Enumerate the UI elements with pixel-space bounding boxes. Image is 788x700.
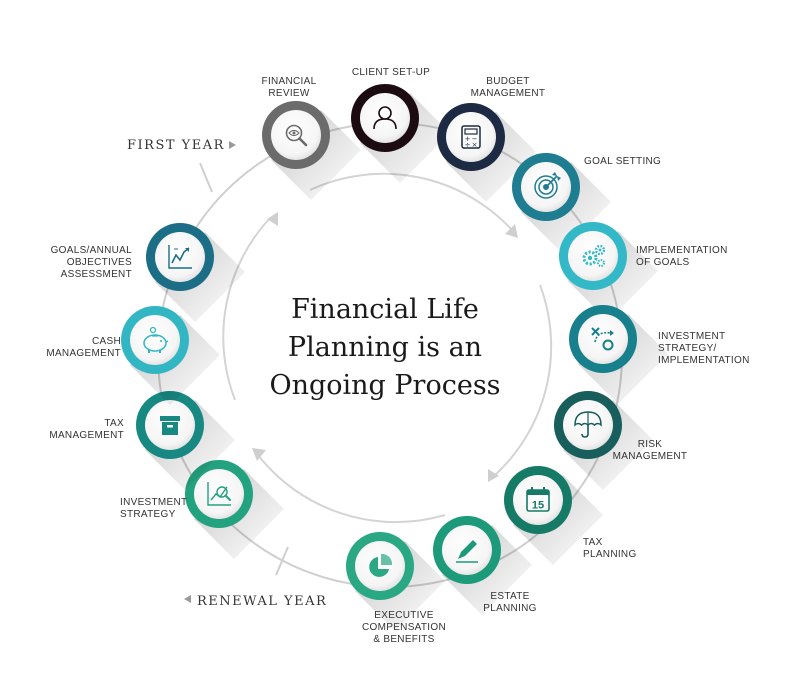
inner-cycle: [222, 172, 553, 524]
step-label: STRATEGY/: [658, 343, 717, 354]
step-label: & BENEFITS: [373, 634, 434, 645]
renewal-year-label: RENEWAL YEAR: [197, 594, 327, 609]
step-label: CASH: [92, 336, 121, 347]
arrow-head-bottom-right: [488, 469, 499, 482]
step-label: FINANCIAL: [262, 76, 317, 87]
arrow-head-bottom-left: [252, 448, 266, 461]
step-label: CLIENT SET-UP: [352, 67, 430, 78]
title-line-3: Ongoing Process: [269, 370, 500, 401]
step-label: MANAGEMENT: [49, 430, 124, 441]
step-label: REVIEW: [268, 88, 310, 99]
step-label: ASSESSMENT: [61, 269, 132, 280]
renewal-year-arrow-icon: [184, 595, 191, 603]
step-label: COMPENSATION: [362, 622, 446, 633]
svg-text:×: ×: [472, 141, 478, 149]
svg-text:15: 15: [532, 500, 544, 512]
calculator-icon: +−÷×: [461, 125, 481, 149]
step-label: STRATEGY: [120, 509, 176, 520]
step-label: OF GOALS: [636, 257, 690, 268]
step-label: INVESTMENT: [658, 331, 725, 342]
svg-text:÷: ÷: [465, 141, 471, 149]
renewal-year-divider: [275, 546, 289, 576]
svg-text:−: −: [472, 135, 478, 143]
step-label: MANAGEMENT: [613, 451, 688, 462]
inner-arc-right: [494, 284, 553, 476]
step-label: TAX: [104, 418, 124, 429]
step-label: IMPLEMENTATION: [636, 245, 728, 256]
first-year-label: FIRST YEAR: [127, 138, 225, 153]
growth-chart-icon: [207, 482, 231, 506]
page-title: Financial Life Planning is an Ongoing Pr…: [269, 294, 500, 401]
person-icon: [373, 106, 397, 130]
step-label: RISK: [638, 439, 663, 450]
step-label: ESTATE: [490, 591, 529, 602]
target-icon: [534, 172, 561, 199]
title-line-2: Planning is an: [288, 332, 482, 363]
calendar-icon: 15: [526, 487, 550, 512]
step-label: MANAGEMENT: [471, 88, 546, 99]
step-inner: [155, 232, 205, 282]
step-label: PLANNING: [583, 549, 637, 560]
pen-icon: [456, 540, 478, 563]
pie-icon: [369, 553, 393, 577]
step-label: INVESTMENT: [120, 497, 187, 508]
step-label: TAX: [583, 537, 603, 548]
inner-arc-bottom: [257, 454, 446, 524]
step-label: MANAGEMENT: [46, 348, 121, 359]
umbrella-icon: [574, 411, 602, 438]
step-inner: [578, 314, 628, 364]
step-label: GOAL SETTING: [584, 156, 661, 167]
step-label: EXECUTIVE: [374, 610, 433, 621]
step-inner: [446, 112, 496, 162]
box-icon: [160, 416, 180, 435]
inner-arc-top: [309, 172, 513, 231]
step-inner: [360, 93, 410, 143]
strategy-icon: [591, 327, 614, 351]
inner-arc-left: [222, 217, 271, 401]
step-label: PLANNING: [483, 603, 537, 614]
step-2: CLIENT SET-UP: [351, 67, 450, 183]
title-line-1: Financial Life: [291, 294, 479, 325]
step-inner: [194, 469, 244, 519]
step-inner: [568, 231, 618, 281]
magnifier-eye-icon: [285, 124, 308, 147]
gears-icon: [582, 244, 606, 267]
step-inner: [513, 475, 563, 525]
svg-text:+: +: [465, 135, 471, 143]
cycle-arrows: [252, 212, 518, 482]
line-chart-icon: [168, 245, 192, 269]
first-year-arrow-icon: [229, 141, 236, 149]
arrow-head-top-left: [267, 212, 278, 226]
piggy-bank-icon: [143, 326, 169, 353]
step-label: GOALS/ANNUAL: [51, 245, 133, 256]
step-label: IMPLEMENTATION: [658, 355, 750, 366]
step-4: GOAL SETTING: [512, 153, 661, 252]
step-inner: [355, 541, 405, 591]
first-year-divider: [199, 162, 213, 193]
step-label: OBJECTIVES: [67, 257, 132, 268]
step-inner: [130, 315, 180, 365]
step-label: BUDGET: [486, 76, 529, 87]
arrow-head-top-right: [505, 224, 518, 238]
